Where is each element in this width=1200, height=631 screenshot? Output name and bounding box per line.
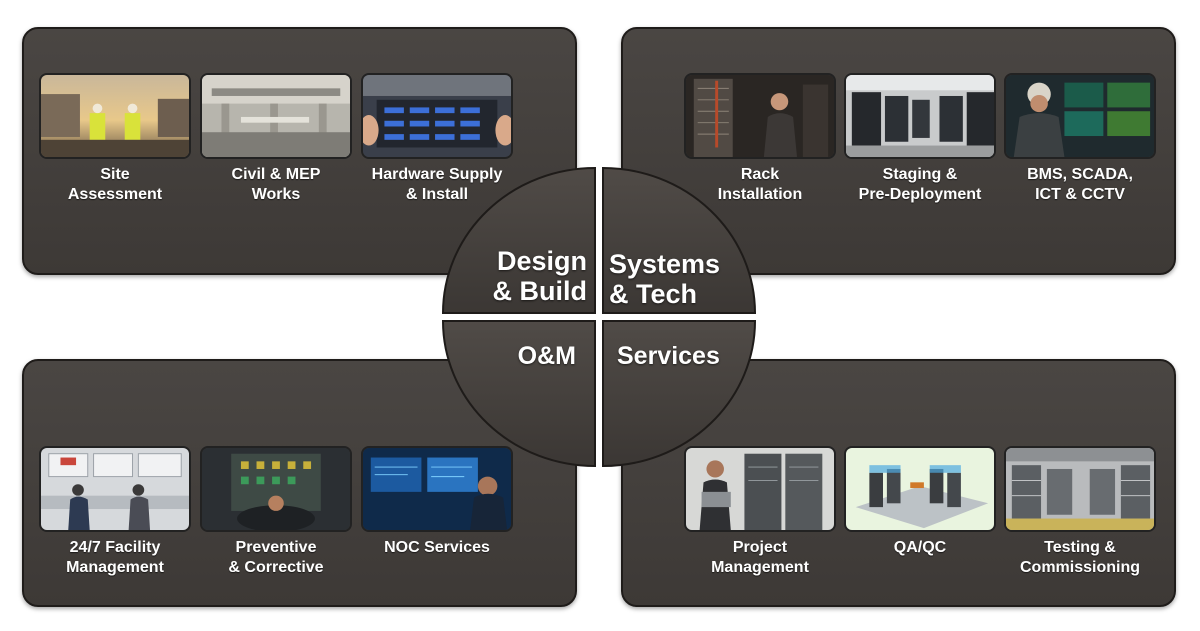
- hub-label-services: Services: [617, 342, 720, 370]
- staging-label-line1: Staging &: [882, 166, 958, 183]
- maintenance-photo: [200, 446, 352, 532]
- control-room-photo: [39, 446, 191, 532]
- testing-commissioning-label-line1: Testing &: [1044, 539, 1116, 556]
- hardware-supply-label-line2: & Install: [405, 186, 469, 203]
- project-management-card[interactable]: Project Management: [684, 446, 836, 578]
- hub-label-systems-tech-line2: & Tech: [609, 279, 698, 309]
- hub-quadrant-design-build: [441, 166, 596, 314]
- preventive-card[interactable]: Preventive & Corrective: [200, 446, 352, 578]
- site-assessment-label-line1: Site: [100, 166, 130, 183]
- ceiling-ducts-photo: [200, 73, 352, 159]
- rack-installation-label-line1: Rack: [740, 166, 780, 183]
- design-build-panel: Site Assessment Civil & MEP Works: [22, 27, 577, 275]
- rack-installation-card[interactable]: Rack Installation: [684, 73, 836, 205]
- server-model-render: [844, 446, 996, 532]
- hub-label-design-build-line2: & Build: [492, 276, 588, 306]
- noc-services-card[interactable]: NOC Services: [361, 446, 513, 558]
- hardware-supply-card[interactable]: Hardware Supply & Install: [361, 73, 513, 205]
- bms-scada-card[interactable]: BMS, SCADA, ICT & CCTV: [1004, 73, 1156, 205]
- preventive-label-line2: & Corrective: [228, 559, 324, 576]
- center-hub: Design & Build Systems & Tech O&M Servic…: [439, 166, 759, 468]
- hub-label-om: O&M: [517, 342, 576, 370]
- warehouse-racks-photo: [1004, 446, 1156, 532]
- site-assessment-card[interactable]: Site Assessment: [39, 73, 191, 205]
- monitoring-engineer-photo: [1004, 73, 1156, 159]
- facility-management-label-line1: 24/7 Facility: [69, 539, 161, 556]
- hub-quadrants: [441, 166, 757, 468]
- noc-services-label-line1: NOC Services: [384, 539, 490, 556]
- testing-commissioning-label-line2: Commissioning: [1019, 559, 1140, 576]
- facility-management-card[interactable]: 24/7 Facility Management: [39, 446, 191, 578]
- noc-operator-photo: [361, 446, 513, 532]
- preventive-label-line1: Preventive: [235, 539, 317, 556]
- rack-technician-photo: [684, 73, 836, 159]
- hub-quadrant-systems-tech: [602, 166, 757, 314]
- site-workers-photo: [39, 73, 191, 159]
- testing-commissioning-card[interactable]: Testing & Commissioning: [1004, 446, 1156, 578]
- server-hardware-photo: [361, 73, 513, 159]
- laptop-engineer-photo: [684, 446, 836, 532]
- hub-quadrant-services: [602, 320, 757, 468]
- civil-mep-card[interactable]: Civil & MEP Works: [200, 73, 352, 205]
- staging-label-line2: Pre-Deployment: [858, 186, 982, 203]
- project-management-label-line2: Management: [711, 559, 809, 576]
- qa-qc-label-line1: QA/QC: [893, 539, 947, 556]
- datacenter-aisle-photo: [844, 73, 996, 159]
- qa-qc-card[interactable]: QA/QC: [844, 446, 996, 558]
- rack-installation-label-line2: Installation: [717, 186, 803, 203]
- om-panel: 24/7 Facility Management Preventive & Co…: [22, 359, 577, 607]
- civil-mep-label-line1: Civil & MEP: [231, 166, 321, 183]
- hub-label-systems-tech-line1: Systems: [609, 249, 721, 279]
- civil-mep-label-line2: Works: [251, 186, 301, 203]
- bms-scada-label-line1: BMS, SCADA,: [1027, 166, 1133, 183]
- hub-label-systems-tech: Systems & Tech: [609, 249, 720, 309]
- systems-tech-panel: Rack Installation Staging & Pre-Deployme…: [621, 27, 1176, 275]
- project-management-label-line1: Project: [732, 539, 788, 556]
- site-assessment-label-line2: Assessment: [67, 186, 163, 203]
- staging-card[interactable]: Staging & Pre-Deployment: [844, 73, 996, 205]
- hub-label-design-build: Design & Build: [493, 246, 588, 306]
- hub-quadrant-om: [441, 320, 596, 468]
- bms-scada-label-line2: ICT & CCTV: [1035, 186, 1125, 203]
- hub-label-design-build-line1: Design: [496, 246, 587, 276]
- hardware-supply-label-line1: Hardware Supply: [371, 166, 503, 183]
- facility-management-label-line2: Management: [66, 559, 164, 576]
